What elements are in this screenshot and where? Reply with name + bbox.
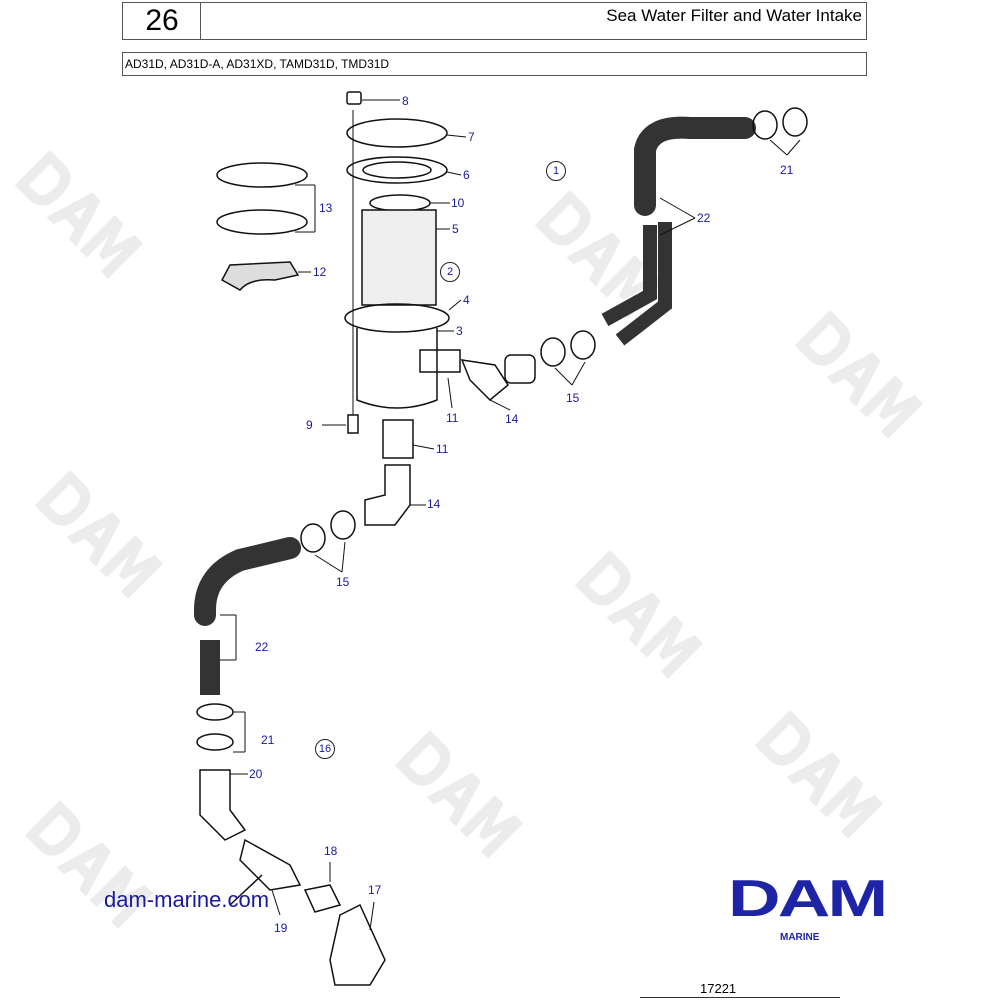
callout-7: 7 bbox=[468, 130, 475, 144]
models-box: AD31D, AD31D-A, AD31XD, TAMD31D, TMD31D bbox=[122, 52, 867, 76]
gasket-6 bbox=[346, 156, 448, 184]
callout-5: 5 bbox=[452, 222, 459, 236]
valve-handle bbox=[229, 874, 263, 906]
clamp-15d bbox=[300, 523, 326, 553]
group-marker-1: 1 bbox=[546, 161, 566, 181]
callout-18: 18 bbox=[324, 844, 338, 858]
title-box: Sea Water Filter and Water Intake bbox=[200, 2, 867, 40]
callout-11: 11 bbox=[436, 442, 449, 456]
callout-14: 14 bbox=[427, 497, 441, 511]
clamp-13b bbox=[216, 209, 308, 235]
drawing-number: 17221 bbox=[700, 981, 737, 996]
callout-21: 21 bbox=[780, 163, 794, 177]
callout-17: 17 bbox=[368, 883, 382, 897]
hose-22b-upper bbox=[194, 537, 301, 626]
hose-22a-upper bbox=[634, 116, 756, 216]
elbow-20 bbox=[199, 769, 247, 841]
callout-14: 14 bbox=[505, 412, 519, 426]
callout-15: 15 bbox=[566, 391, 580, 405]
callout-19: 19 bbox=[274, 921, 288, 935]
nipple-11b bbox=[382, 419, 414, 459]
clamp-15a bbox=[540, 337, 566, 367]
callout-22: 22 bbox=[255, 640, 269, 654]
nut-18 bbox=[303, 884, 342, 913]
callout-9: 9 bbox=[306, 418, 313, 432]
callout-22: 22 bbox=[697, 211, 711, 225]
clamp-21c bbox=[196, 703, 234, 721]
elbow-14b bbox=[364, 464, 411, 526]
callout-21: 21 bbox=[261, 733, 275, 747]
intake-17 bbox=[329, 903, 386, 986]
clamp-21a bbox=[752, 110, 778, 140]
callout-11: 11 bbox=[446, 411, 459, 425]
callout-20: 20 bbox=[249, 767, 263, 781]
clamp-15c bbox=[330, 510, 356, 540]
engine-models: AD31D, AD31D-A, AD31XD, TAMD31D, TMD31D bbox=[125, 57, 390, 71]
bolt-9 bbox=[347, 414, 359, 434]
gasket-6-inner bbox=[362, 161, 432, 179]
hose-adapter bbox=[504, 354, 536, 384]
clamp-21d bbox=[196, 733, 234, 751]
clamp-13a bbox=[216, 162, 308, 188]
group-marker-16: 16 bbox=[315, 739, 335, 759]
insert-10 bbox=[369, 194, 431, 212]
page-title: Sea Water Filter and Water Intake bbox=[606, 6, 862, 25]
callout-10: 10 bbox=[451, 196, 465, 210]
footer-divider bbox=[640, 997, 840, 998]
housing-3 bbox=[356, 328, 438, 409]
clamp-21b bbox=[782, 107, 808, 137]
callout-12: 12 bbox=[313, 265, 327, 279]
callout-6: 6 bbox=[463, 168, 470, 182]
hose-22a-lower bbox=[601, 222, 672, 346]
plug-8 bbox=[346, 91, 362, 105]
callout-3: 3 bbox=[456, 324, 463, 338]
nipple-11a bbox=[419, 349, 461, 373]
flange-4 bbox=[344, 303, 450, 333]
group-marker-2: 2 bbox=[440, 262, 460, 282]
bracket-12 bbox=[220, 261, 300, 291]
page-number: 26 bbox=[122, 2, 202, 40]
dam-logo: DAM bbox=[728, 870, 888, 928]
clamp-15b bbox=[570, 330, 596, 360]
logo-subtitle: MARINE bbox=[780, 932, 820, 943]
cover-7 bbox=[346, 118, 448, 148]
callout-15: 15 bbox=[336, 575, 350, 589]
leader-lines bbox=[220, 99, 801, 931]
website-link[interactable]: dam-marine.com bbox=[104, 887, 270, 912]
callout-4: 4 bbox=[463, 293, 470, 307]
callout-8: 8 bbox=[402, 94, 409, 108]
callout-13: 13 bbox=[319, 201, 333, 215]
elbow-14a bbox=[460, 359, 509, 402]
valve-19 bbox=[239, 838, 302, 891]
filter-5 bbox=[361, 209, 437, 306]
